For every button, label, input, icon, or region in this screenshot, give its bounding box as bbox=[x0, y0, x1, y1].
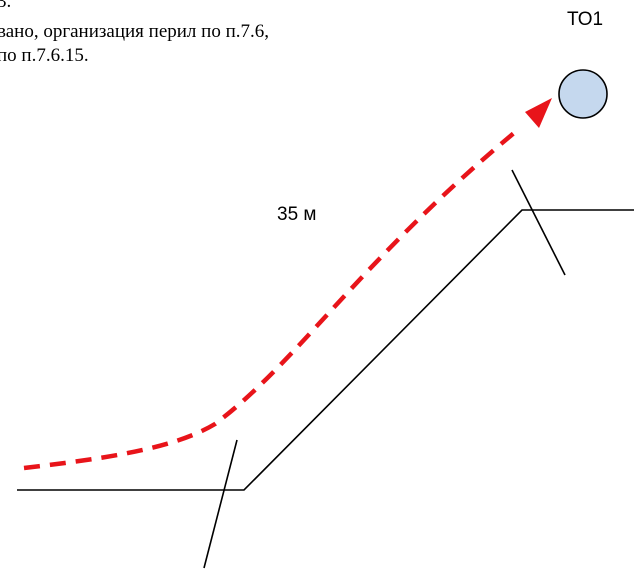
slope-outline bbox=[17, 209, 634, 491]
route-path bbox=[23, 126, 522, 471]
point-to1-marker bbox=[558, 69, 608, 119]
route-arrowhead bbox=[525, 98, 552, 128]
distance-label: 35 м bbox=[277, 204, 317, 225]
text-line-1: 3. bbox=[0, 0, 12, 12]
point-label: ТО1 bbox=[567, 9, 604, 30]
text-line-3: по п.7.6.15. bbox=[0, 45, 89, 66]
lower-anchor-line bbox=[203, 439, 238, 569]
text-line-2: вано, организация перил по п.7.6, bbox=[0, 21, 269, 42]
upper-anchor-line bbox=[511, 169, 566, 276]
